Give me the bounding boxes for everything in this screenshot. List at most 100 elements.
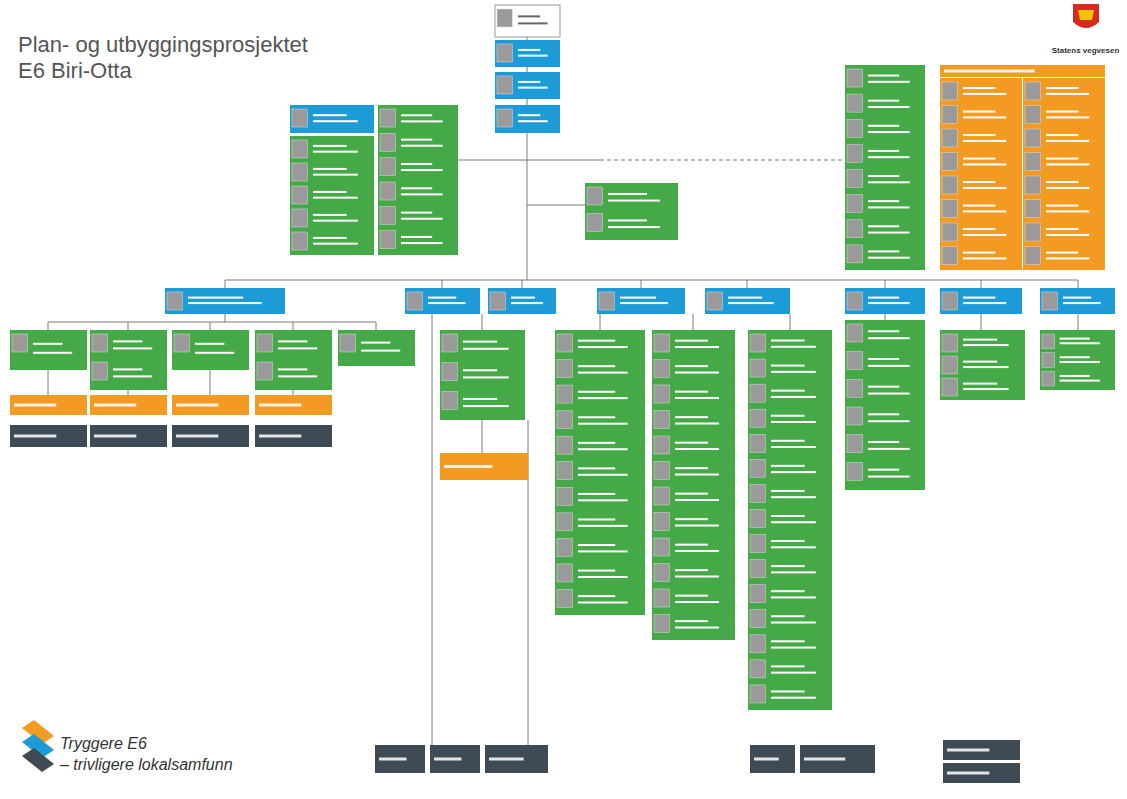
text-bar: [868, 476, 910, 478]
text-bar: [963, 134, 995, 136]
text-bar: [771, 396, 816, 398]
portrait: [257, 334, 272, 352]
text-bar: [313, 151, 358, 153]
text-bar: [963, 361, 997, 363]
org-line: [527, 205, 585, 206]
text-bar: [1060, 375, 1090, 377]
portrait: [557, 385, 572, 403]
text-bar: [434, 758, 462, 761]
portrait: [750, 409, 765, 427]
text-bar: [1060, 338, 1090, 340]
org-line: [641, 280, 642, 288]
org-box: [943, 763, 1020, 783]
text-bar: [947, 749, 989, 752]
text-bar: [463, 369, 497, 371]
text-bar: [675, 346, 719, 348]
portrait: [654, 564, 669, 582]
org-line: [293, 390, 294, 395]
org-line: [48, 322, 376, 323]
person-box: [405, 288, 480, 314]
portrait: [407, 292, 422, 310]
text-bar: [868, 206, 910, 208]
portrait: [167, 292, 182, 310]
portrait: [942, 153, 957, 171]
text-bar: [1060, 356, 1090, 358]
portrait: [292, 209, 307, 227]
text-bar: [401, 187, 432, 189]
portrait: [847, 245, 862, 263]
org-box: [255, 425, 332, 447]
portrait: [847, 119, 862, 137]
portrait: [847, 94, 862, 112]
person-box: [748, 330, 832, 710]
person-box: [290, 105, 374, 133]
text-bar: [578, 474, 628, 476]
text-bar: [1046, 181, 1078, 183]
text-bar: [771, 471, 816, 473]
portrait: [750, 459, 765, 477]
text-bar: [728, 297, 762, 299]
portrait: [654, 538, 669, 556]
portrait: [942, 176, 957, 194]
text-bar: [675, 499, 719, 501]
portrait: [1025, 247, 1040, 265]
person-box: [488, 288, 556, 314]
text-bar: [620, 297, 656, 299]
text-bar: [313, 214, 347, 216]
text-bar: [675, 525, 719, 527]
text-bar: [578, 397, 628, 399]
text-bar: [511, 302, 543, 304]
text-bar: [771, 565, 805, 567]
text-bar: [401, 114, 432, 116]
text-bar: [401, 120, 443, 122]
portrait: [380, 206, 395, 224]
org-line: [522, 280, 523, 288]
text-bar: [868, 365, 910, 367]
text-bar: [868, 441, 899, 443]
text-bar: [176, 404, 218, 407]
text-bar: [94, 404, 136, 407]
portrait: [1025, 153, 1040, 171]
text-bar: [771, 665, 805, 667]
portrait: [587, 214, 602, 232]
text-bar: [401, 145, 443, 147]
portrait: [847, 69, 862, 87]
portrait: [750, 635, 765, 653]
text-bar: [578, 467, 615, 469]
org-box: [10, 395, 87, 415]
text-bar: [14, 435, 56, 438]
text-bar: [675, 544, 708, 546]
text-bar: [1046, 111, 1078, 113]
text-bar: [771, 590, 805, 592]
text-bar: [675, 595, 708, 597]
text-bar: [963, 297, 995, 299]
text-bar: [963, 383, 997, 385]
org-line: [293, 322, 294, 330]
text-bar: [401, 193, 443, 195]
text-bar: [771, 640, 805, 642]
org-line: [210, 322, 211, 330]
text-bar: [313, 114, 347, 116]
person-box: [495, 105, 560, 133]
portrait: [557, 360, 572, 378]
portrait: [497, 44, 512, 62]
text-bar: [578, 544, 615, 546]
text-bar: [1060, 361, 1100, 363]
person-box: [1023, 78, 1105, 270]
text-bar: [675, 365, 708, 367]
logo-shield: [1073, 4, 1099, 28]
portrait: [847, 220, 862, 238]
portrait: [380, 158, 395, 176]
portrait: [587, 187, 602, 205]
org-line: [225, 280, 226, 288]
portrait: [654, 436, 669, 454]
logo-text: Statens vegvesen: [1048, 46, 1123, 55]
text-bar: [1046, 140, 1089, 142]
text-bar: [489, 758, 524, 761]
text-bar: [771, 697, 816, 699]
text-bar: [675, 423, 719, 425]
portrait: [654, 360, 669, 378]
portrait: [942, 82, 957, 100]
person-box: [940, 288, 1022, 314]
text-bar: [771, 540, 805, 542]
